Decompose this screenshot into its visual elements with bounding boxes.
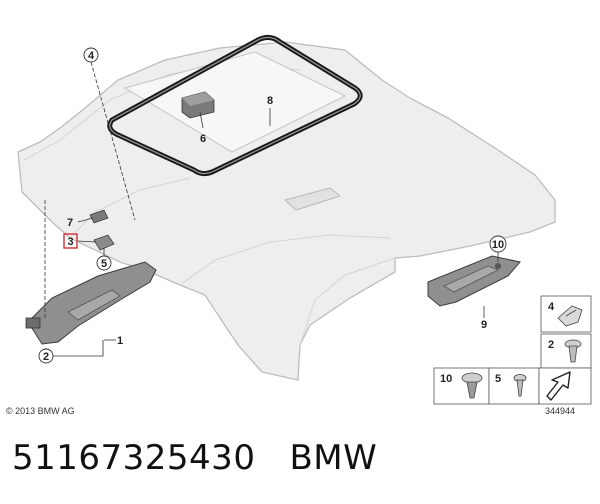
callout-7: 7: [67, 217, 73, 229]
brand-name: BMW: [289, 438, 378, 478]
assembly-arrow-icon: [546, 371, 571, 401]
expanding-rivet-icon: [461, 372, 483, 399]
fastener-legend: 4 2 10 5: [433, 295, 592, 405]
sun-visor-right: [427, 255, 521, 307]
legend-2-number: 2: [548, 339, 554, 351]
sunroof-seal: [107, 34, 363, 177]
callout-4: 4: [88, 50, 95, 62]
clip-part-7: [89, 209, 109, 224]
clip-icon: [557, 305, 583, 327]
screw-icon: [564, 339, 582, 363]
legend-10-number: 10: [440, 373, 452, 385]
part-caption: 51167325430 BMW: [12, 438, 377, 488]
callout-6: 6: [200, 133, 206, 145]
callout-1: 1: [117, 335, 123, 347]
callout-10: 10: [492, 239, 504, 251]
sun-visor-left: [25, 261, 157, 345]
legend-4-number: 4: [548, 301, 555, 313]
parts-diagram: 4 8 6 7 3 5 1 2 10 9 4 2 10: [6, 34, 592, 416]
callout-2: 2: [43, 351, 49, 363]
callout-3-highlight: [63, 233, 78, 249]
callout-8: 8: [267, 95, 273, 107]
legend-5-number: 5: [495, 373, 501, 385]
callout-5: 5: [101, 258, 107, 270]
screw-icon-small: [513, 374, 527, 397]
part-number: 51167325430: [12, 438, 256, 478]
callout-3: 3: [67, 236, 73, 248]
copyright-text: © 2013 BMW AG: [6, 406, 75, 416]
headliner: [17, 41, 556, 381]
callouts: 4 8 6 7 3 5 1 2 10 9: [38, 47, 507, 364]
diagram-number: 344944: [545, 406, 575, 416]
clip-part-3: [93, 234, 115, 251]
callout-9: 9: [481, 319, 487, 331]
bracket-part-6: [181, 91, 215, 119]
